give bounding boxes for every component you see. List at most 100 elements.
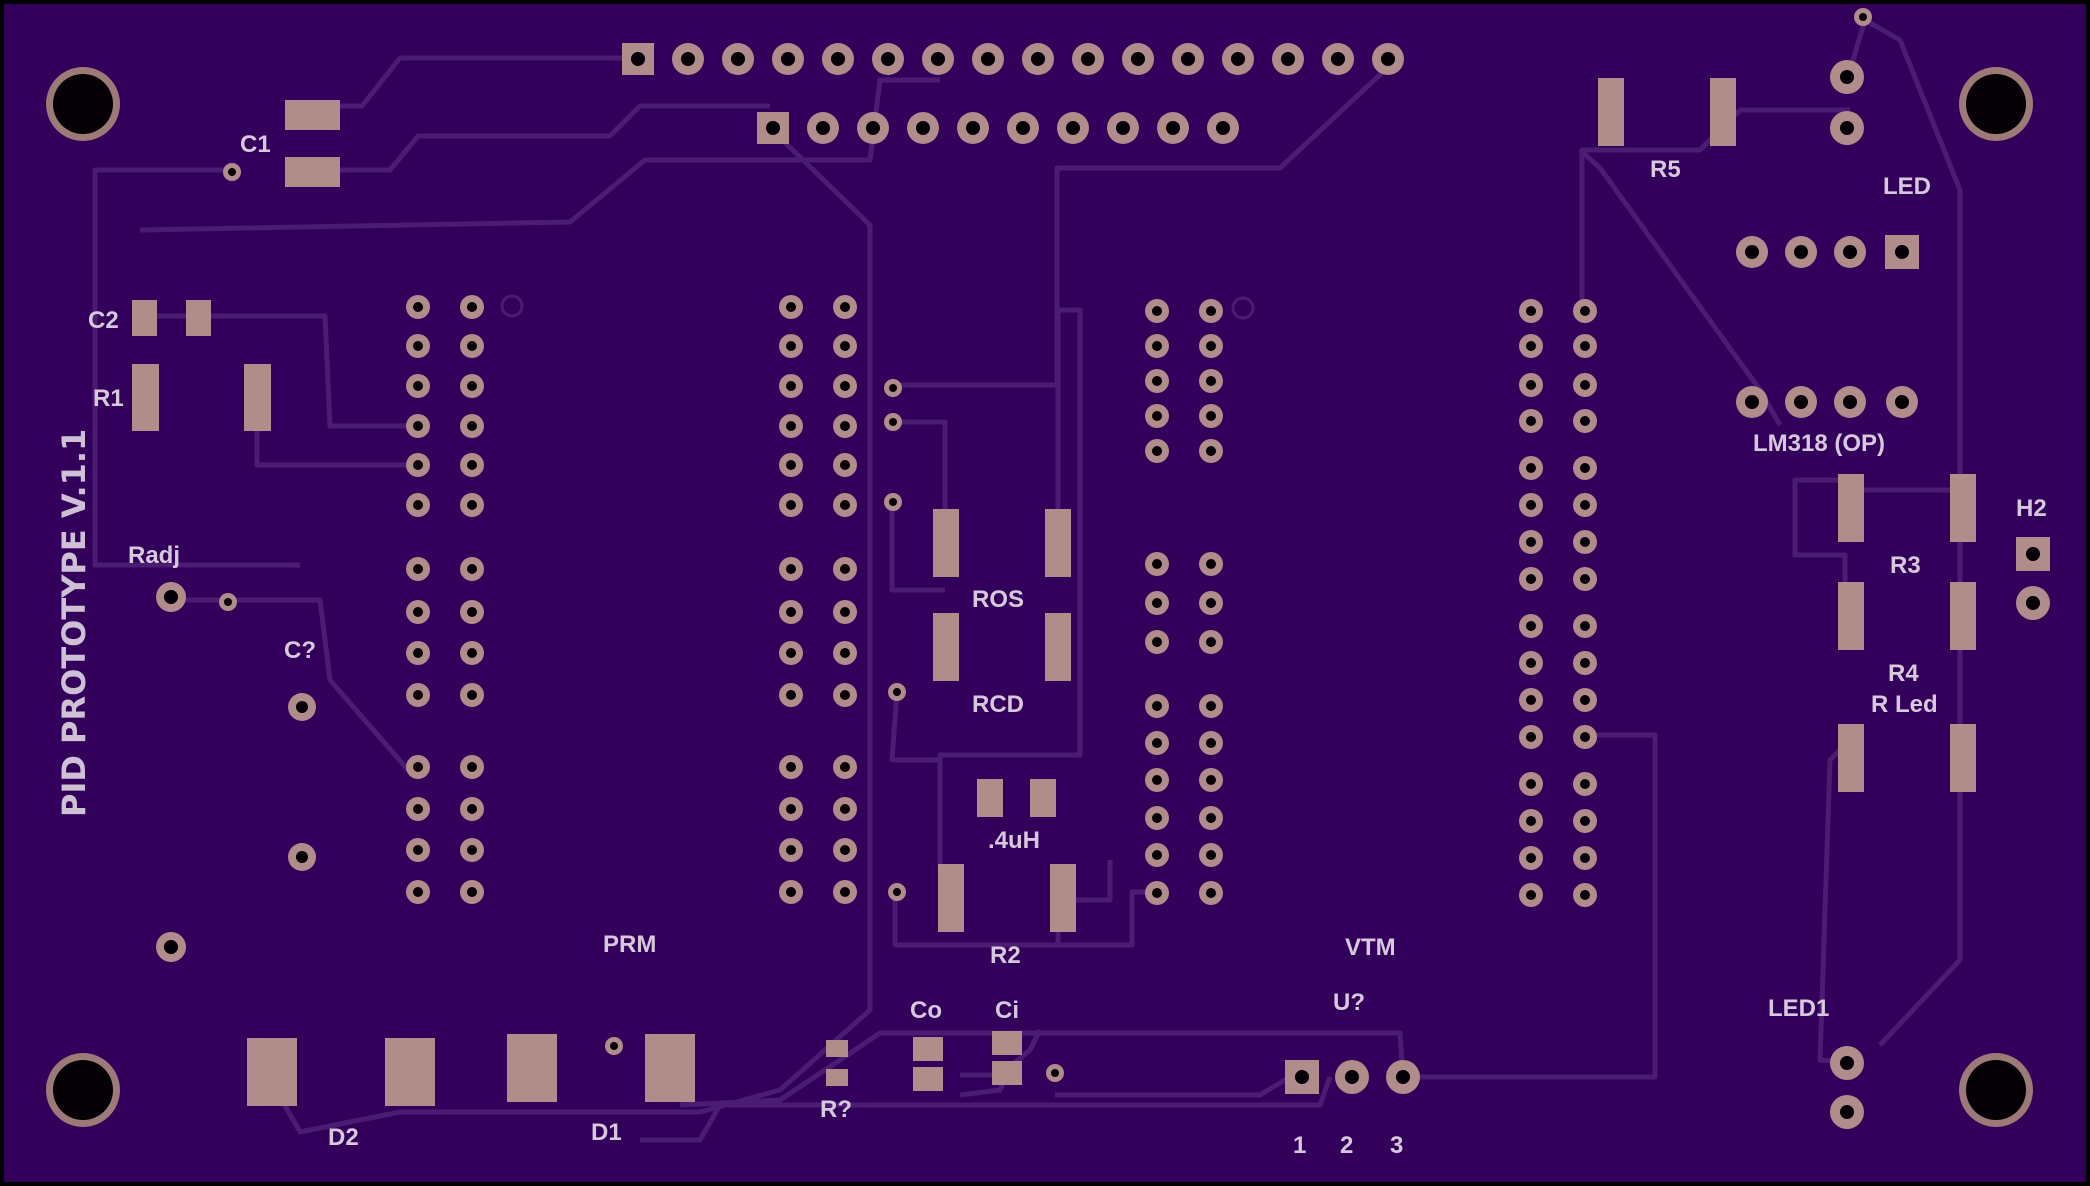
label-prm: PRM (603, 931, 656, 958)
label-inductor: .4uH (988, 827, 1040, 854)
label-h2: H2 (2016, 495, 2047, 522)
drill-hole (1152, 738, 1162, 748)
drill-hole (840, 564, 850, 574)
drill-hole (1206, 637, 1216, 647)
label-r5: R5 (1650, 156, 1681, 183)
label-d2: D2 (328, 1124, 359, 1151)
drill-hole (1580, 537, 1590, 547)
rcd-pad (1045, 613, 1071, 681)
label-r3: R3 (1890, 552, 1921, 579)
drill-hole (413, 564, 423, 574)
drill-hole (1580, 732, 1590, 742)
label-r1: R1 (93, 385, 124, 412)
drill-hole (467, 460, 477, 470)
drill-hole (413, 762, 423, 772)
label-c2: C2 (88, 307, 119, 334)
drill-hole (413, 341, 423, 351)
ci-pad (992, 1031, 1022, 1055)
drill-hole (1206, 850, 1216, 860)
drill-hole (467, 845, 477, 855)
drill-hole (413, 460, 423, 470)
drill-hole (1526, 658, 1536, 668)
label-radj: Radj (128, 542, 180, 569)
drill-hole (840, 887, 850, 897)
drill-hole (413, 804, 423, 814)
drill-hole (786, 421, 796, 431)
drill-hole (1580, 306, 1590, 316)
ros-pad (933, 509, 959, 577)
drill-hole (1526, 341, 1536, 351)
label-pin3: 3 (1390, 1132, 1403, 1159)
label-c1: C1 (240, 131, 271, 158)
drill-hole (1526, 500, 1536, 510)
label-r-unknown: R? (820, 1096, 852, 1123)
drill-hole (786, 887, 796, 897)
drill-hole (1206, 598, 1216, 608)
drill-hole (1580, 416, 1590, 426)
vias (219, 8, 1872, 1082)
pin1-marker (500, 294, 524, 318)
mounting-holes (46, 67, 2033, 1127)
u-unknown-pads (1285, 1060, 1420, 1094)
d2-pad (385, 1038, 435, 1106)
drill-hole (1580, 658, 1590, 668)
drill-hole (1580, 853, 1590, 863)
label-pin2: 2 (1340, 1132, 1353, 1159)
drill-hole (1580, 574, 1590, 584)
drill-hole (413, 607, 423, 617)
c1-pad (285, 157, 340, 187)
drill-hole (1526, 816, 1536, 826)
rcd-pad (933, 613, 959, 681)
d1-pad (507, 1034, 557, 1102)
drill-hole (840, 762, 850, 772)
drill-hole (467, 762, 477, 772)
drill-hole (1206, 411, 1216, 421)
drill-hole (786, 302, 796, 312)
drill-hole (1152, 559, 1162, 569)
co-pad (913, 1067, 943, 1091)
drill-hole (1152, 411, 1162, 421)
drill-hole (786, 381, 796, 391)
r-unknown-pad (826, 1069, 848, 1086)
drill-hole (1526, 695, 1536, 705)
drill-hole (786, 500, 796, 510)
label-led1: LED1 (1768, 995, 1829, 1022)
drill-hole (1580, 816, 1590, 826)
drill-hole (1152, 341, 1162, 351)
drill-hole (1580, 779, 1590, 789)
header-top-16 (622, 43, 1404, 75)
drill-hole (1526, 732, 1536, 742)
c1-pad (285, 100, 340, 130)
drill-hole (1580, 695, 1590, 705)
c2-pad (132, 300, 157, 336)
drill-hole (1580, 341, 1590, 351)
r2-pad (1050, 864, 1076, 932)
label-r-led: R Led (1871, 691, 1938, 718)
drill-hole (1152, 775, 1162, 785)
radj-trimmer (156, 582, 186, 612)
drill-hole (786, 607, 796, 617)
drill-hole (1206, 306, 1216, 316)
r-led-pad (1950, 724, 1976, 792)
drill-hole (1526, 537, 1536, 547)
c2-pad (186, 300, 211, 336)
board-title: PID PROTOTYPE V.1.1 (55, 429, 93, 817)
drill-hole (1152, 888, 1162, 898)
drill-hole (413, 845, 423, 855)
drill-hole (1206, 446, 1216, 456)
drill-hole (413, 302, 423, 312)
drill-hole (840, 302, 850, 312)
label-led: LED (1883, 173, 1931, 200)
drill-hole (1580, 380, 1590, 390)
label-opamp: LM318 (OP) (1753, 430, 1885, 457)
r5-pad (1710, 78, 1736, 146)
inductor-pad (977, 779, 1003, 817)
drill-hole (413, 648, 423, 658)
drill-hole (786, 564, 796, 574)
drill-hole (1526, 416, 1536, 426)
drill-hole (1206, 341, 1216, 351)
drill-hole (1152, 376, 1162, 386)
drill-hole (413, 887, 423, 897)
label-vtm: VTM (1345, 934, 1396, 961)
